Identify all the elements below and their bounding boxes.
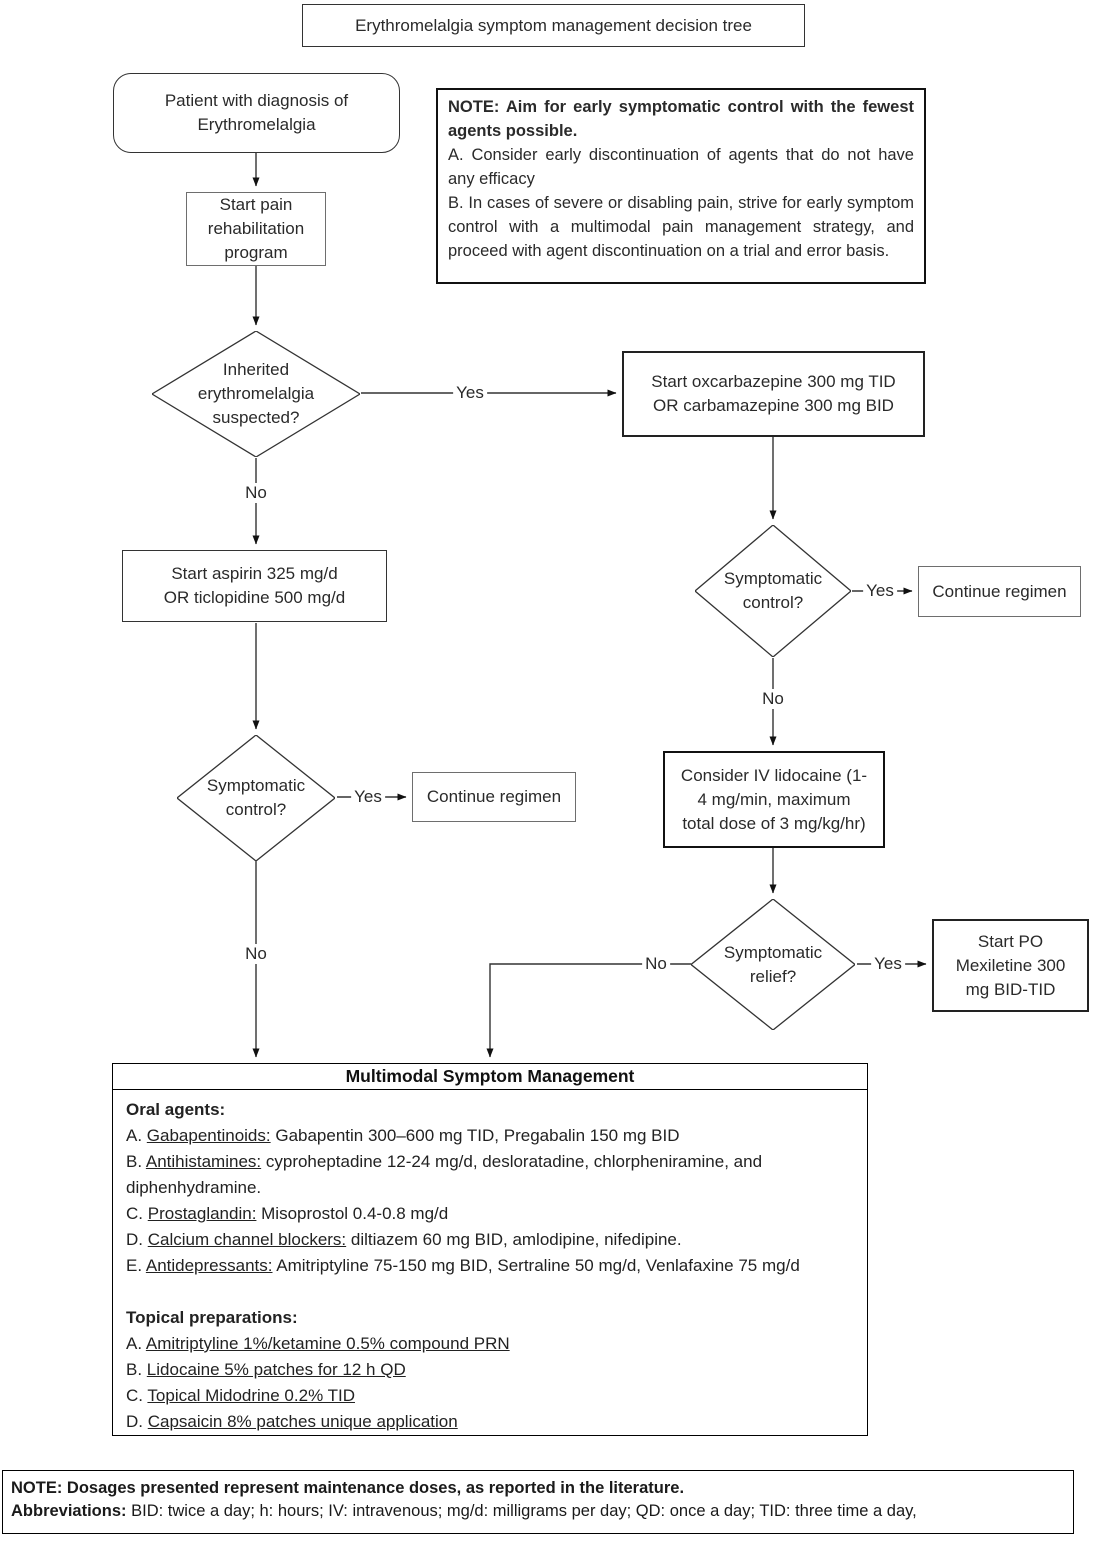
decision-inherited-label: Inherited erythromelalgia suspected? — [197, 360, 315, 427]
node-patient: Patient with diagnosis of Erythromelalgi… — [113, 73, 400, 153]
diagram-title-box: Erythromelalgia symptom management decis… — [302, 4, 805, 47]
list-item: C. Prostaglandin: Misoprostol 0.4-0.8 mg… — [126, 1204, 449, 1223]
edge-label-no-inherited: No — [242, 483, 270, 503]
diamond-shape-icon — [152, 331, 360, 457]
note-item-b: B. In cases of severe or disabling pain,… — [448, 194, 914, 260]
edge-label-yes-control-right: Yes — [863, 581, 897, 601]
edge-label-no-control-right: No — [759, 689, 787, 709]
list-item: A. Gabapentinoids: Gabapentin 300–600 mg… — [126, 1126, 680, 1145]
list-item: A. Amitriptyline 1%/ketamine 0.5% compou… — [126, 1334, 510, 1353]
list-item: E. Antidepressants: Amitriptyline 75-150… — [126, 1256, 800, 1275]
decision-control-right-label: Symptomatic control? — [723, 569, 823, 612]
footer-abbreviations-line: Abbreviations: BID: twice a day; h: hour… — [11, 1500, 1065, 1523]
node-oxcarbazepine: Start oxcarbazepine 300 mg TID OR carbam… — [622, 351, 925, 437]
node-rehab-program: Start pain rehabilitation program — [186, 192, 326, 266]
edge-label-yes-inherited: Yes — [453, 383, 487, 403]
node-iv-lidocaine: Consider IV lidocaine (1- 4 mg/min, maxi… — [663, 751, 885, 848]
diamond-shape-icon — [695, 525, 851, 657]
abbreviations-label: Abbreviations: — [11, 1502, 127, 1520]
decision-symptomatic-control-right: Symptomatic control? — [695, 525, 851, 657]
edge-label-yes-relief: Yes — [871, 954, 905, 974]
node-rehab-label: Start pain rehabilitation program — [207, 195, 305, 262]
node-oxcarbazepine-label: Start oxcarbazepine 300 mg TID OR carbam… — [651, 372, 896, 415]
node-continue-right-label: Continue regimen — [932, 581, 1067, 601]
edge-label-no-relief: No — [642, 954, 670, 974]
node-lidocaine-label: Consider IV lidocaine (1- 4 mg/min, maxi… — [680, 765, 868, 833]
diamond-shape-icon — [691, 899, 855, 1030]
topical-preparations-heading: Topical preparations: — [126, 1308, 298, 1327]
node-patient-label: Patient with diagnosis of Erythromelalgi… — [164, 91, 349, 134]
footer-note-line: NOTE: Dosages presented represent mainte… — [11, 1479, 685, 1497]
multimodal-body: Oral agents: A. Gabapentinoids: Gabapent… — [113, 1090, 867, 1442]
decision-relief-label: Symptomatic relief? — [723, 942, 823, 986]
node-mexiletine: Start PO Mexiletine 300 mg BID-TID — [932, 919, 1089, 1012]
edge-relief-no — [486, 963, 691, 1058]
decision-symptomatic-control-left: Symptomatic control? — [177, 735, 335, 861]
decision-symptomatic-relief: Symptomatic relief? — [691, 899, 855, 1030]
list-item: B. Lidocaine 5% patches for 12 h QD — [126, 1360, 406, 1379]
diagram-title: Erythromelalgia symptom management decis… — [355, 15, 752, 35]
list-item: D. Capsaicin 8% patches unique applicati… — [126, 1412, 458, 1431]
edge-label-yes-control-left: Yes — [351, 787, 385, 807]
oral-agents-list: A. Gabapentinoids: Gabapentin 300–600 mg… — [126, 1123, 854, 1279]
abbreviations-text: BID: twice a day; h: hours; IV: intraven… — [131, 1502, 917, 1520]
node-mexiletine-label: Start PO Mexiletine 300 mg BID-TID — [955, 931, 1066, 999]
node-aspirin-label: Start aspirin 325 mg/d OR ticlopidine 50… — [163, 564, 346, 607]
multimodal-title: Multimodal Symptom Management — [113, 1064, 867, 1090]
section-spacer — [126, 1279, 854, 1305]
note-heading: NOTE: Aim for early symptomatic control … — [448, 98, 914, 140]
list-item: D. Calcium channel blockers: diltiazem 6… — [126, 1230, 682, 1249]
topical-preparations-list: A. Amitriptyline 1%/ketamine 0.5% compou… — [126, 1331, 854, 1435]
note-box: NOTE: Aim for early symptomatic control … — [436, 88, 926, 284]
list-item: B. Antihistamines: cyproheptadine 12-24 … — [126, 1152, 763, 1197]
node-aspirin: Start aspirin 325 mg/d OR ticlopidine 50… — [122, 550, 387, 622]
diamond-shape-icon — [177, 735, 335, 861]
oral-agents-heading: Oral agents: — [126, 1100, 226, 1119]
edge-label-no-control-left: No — [242, 944, 270, 964]
decision-inherited: Inherited erythromelalgia suspected? — [152, 331, 360, 457]
note-item-a: A. Consider early discontinuation of age… — [448, 146, 914, 188]
multimodal-box: Multimodal Symptom Management Oral agent… — [112, 1063, 868, 1436]
node-continue-regimen-right: Continue regimen — [918, 566, 1081, 617]
node-continue-regimen-left: Continue regimen — [412, 772, 576, 822]
node-continue-left-label: Continue regimen — [426, 787, 562, 806]
decision-control-left-label: Symptomatic control? — [206, 776, 306, 819]
list-item: C. Topical Midodrine 0.2% TID — [126, 1386, 355, 1405]
footer-note-box: NOTE: Dosages presented represent mainte… — [2, 1470, 1074, 1534]
